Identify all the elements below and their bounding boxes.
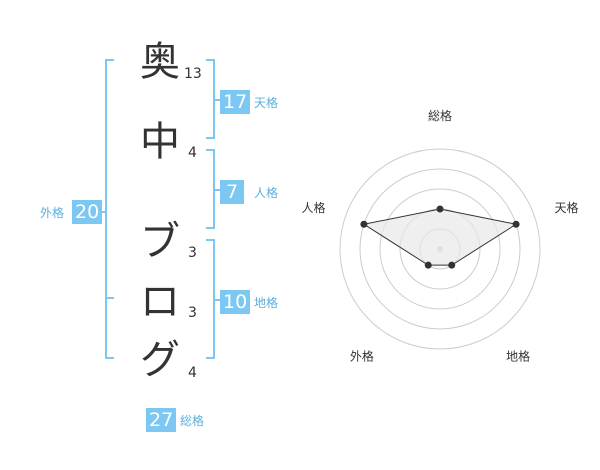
radar-axis-label-1: 総格 [428, 108, 452, 123]
radar-ring [359, 168, 521, 330]
radar-ring [379, 188, 501, 310]
gaikaku-label: 外格 [40, 206, 65, 220]
gaikaku-bracket [105, 59, 114, 359]
stroke-count-2: 4 [188, 145, 197, 161]
radar-point-5 [360, 220, 368, 228]
soukaku-value: 27 [146, 408, 177, 432]
stroke-count-1: 13 [184, 66, 202, 82]
stroke-count-5: 4 [188, 365, 197, 381]
chikaku-value: 10 [220, 290, 251, 314]
radar-ring [339, 148, 541, 350]
stroke-count-3: 3 [188, 245, 197, 261]
radar-series-polygon [362, 208, 518, 266]
radar-axis-label-2: 天格 [554, 200, 578, 215]
radar-axis-label-4: 外格 [350, 349, 374, 364]
tenkaku-value: 17 [220, 90, 251, 114]
gaikaku-value: 20 [72, 200, 103, 224]
radar-point-3 [448, 261, 456, 269]
chikaku-label: 地格 [254, 296, 279, 310]
jinkaku-label: 人格 [254, 186, 279, 200]
stroke-count-4: 3 [188, 305, 197, 321]
radar-point-1 [436, 205, 444, 213]
name-char-1: 奥 [140, 39, 180, 85]
soukaku-label: 総格 [180, 414, 205, 428]
name-char-2: 中 [140, 119, 180, 165]
name-char-3: ブ [140, 219, 180, 265]
radar-point-2 [512, 220, 520, 228]
radar-axis-label-5: 人格 [302, 200, 326, 215]
tenkaku-label: 天格 [254, 96, 279, 110]
radar-point-4 [424, 261, 432, 269]
name-char-5: グ [140, 337, 180, 383]
radar-axis-label-3: 地格 [506, 349, 530, 364]
jinkaku-value: 7 [220, 180, 244, 204]
name-char-4: ロ [140, 279, 180, 325]
